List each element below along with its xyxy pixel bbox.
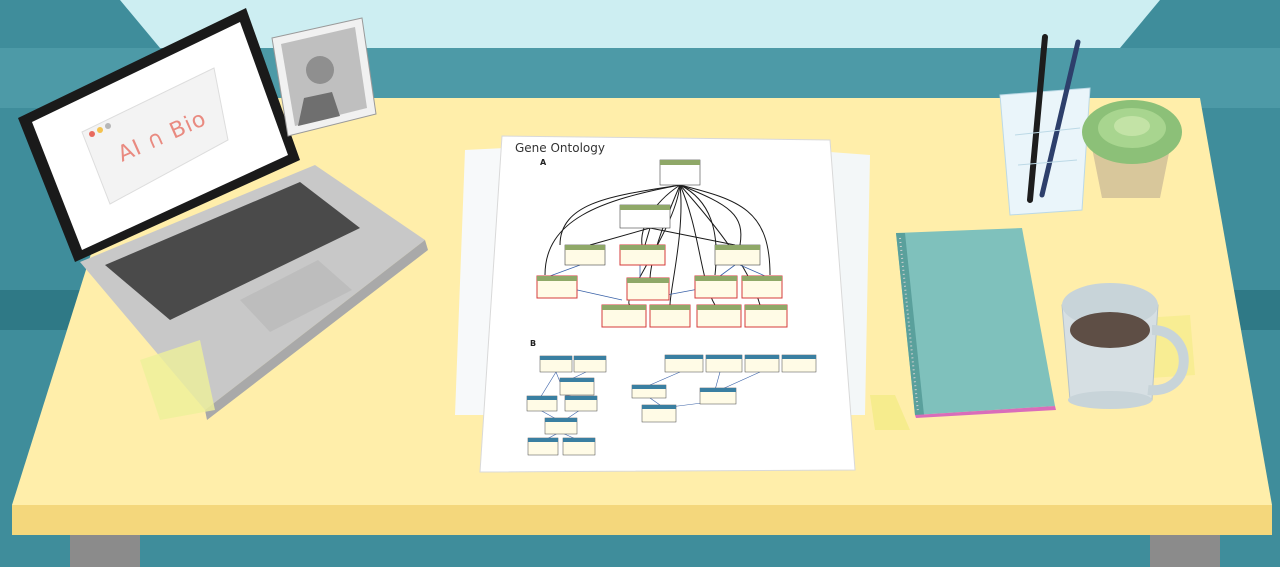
panel-b-label: B — [530, 339, 536, 348]
node-extracellular-matrix — [619, 204, 671, 229]
node-noncollagenous-interstitial — [696, 304, 742, 328]
laptop-icon: AI ∩ Bio — [18, 8, 428, 420]
node-sol-phase-basement — [626, 277, 670, 301]
desk-leg-left — [70, 535, 140, 567]
panel-b-nodes — [526, 354, 817, 456]
coffee-mug-icon — [1061, 283, 1189, 409]
node-interstitial-matrix — [714, 244, 761, 266]
node-basement-membrane-interface — [619, 244, 666, 266]
desk-edge — [12, 505, 1272, 535]
desk-leg-right — [1150, 535, 1220, 567]
window-light — [120, 0, 1160, 48]
document-title: Gene Ontology — [515, 141, 605, 155]
node-noncollagenous-basement — [601, 304, 647, 328]
node-gel-phase-interstitial — [694, 275, 738, 299]
notebook-icon — [896, 228, 1056, 418]
node-collagenous-basement — [649, 304, 691, 328]
sticky-note-left — [140, 340, 215, 420]
node-sol-phase-interstitial — [741, 275, 783, 299]
paper-sticky-right — [870, 395, 910, 430]
node-collagenous-interstitial — [744, 304, 788, 328]
node-gel-phase-basement — [536, 275, 578, 299]
node-basement-membrane — [564, 244, 606, 266]
plant-icon — [1082, 100, 1182, 198]
panel-a-label: A — [540, 158, 547, 167]
gene-ontology-document: Gene Ontology A B — [479, 135, 856, 473]
photo-frame-icon — [271, 17, 377, 137]
node-external-encapsulating-structure — [659, 159, 701, 186]
pen-holder-icon — [999, 34, 1091, 216]
